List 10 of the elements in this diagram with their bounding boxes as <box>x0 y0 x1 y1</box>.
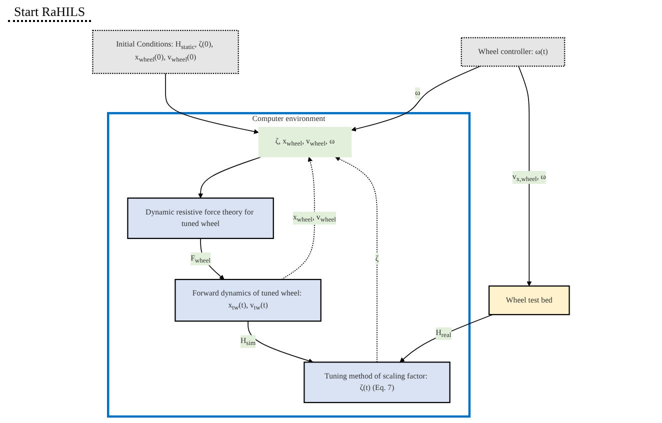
arrow <box>248 320 314 364</box>
arrow <box>198 156 262 198</box>
arrow <box>281 156 315 280</box>
arrow <box>165 72 259 134</box>
arrow <box>335 156 378 363</box>
arrow <box>351 66 480 132</box>
arrow <box>200 238 224 280</box>
arrow <box>518 66 532 286</box>
section-label: Start RaHILS <box>14 4 86 19</box>
arrow <box>400 314 493 362</box>
